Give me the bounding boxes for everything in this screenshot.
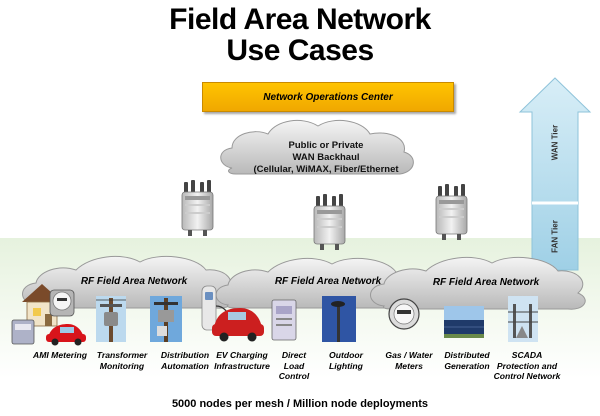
gas-meter-icon [388,298,420,330]
title-line-2: Use Cases [226,34,374,67]
router-icon [313,193,346,251]
wan-tier-label: WAN Tier [550,124,560,161]
noc-label: Network Operations Center [263,91,393,103]
wan-line-3: (Cellular, WiMAX, Fiber/Ethernet [253,164,399,175]
substation-icon [508,296,538,342]
rf-cloud-left [22,256,234,309]
router-icon [435,183,468,241]
transformer-pole-icon [96,296,126,342]
electric-meter-icon [11,319,35,345]
rf-cloud-right-label: RF Field Area Network [432,277,540,288]
title-line-1: Field Area Network [169,3,431,36]
page-title: Field Area Network Use Cases [0,4,600,66]
wan-backhaul-cloud [220,119,414,175]
fan-tier-label: FAN Tier [550,220,560,253]
load-control-box-icon [271,299,297,341]
wan-backhaul-label: Public or Private WAN Backhaul (Cellular… [238,140,414,176]
solar-panel-icon [444,306,484,338]
wan-line-2: WAN Backhaul [292,152,360,163]
electric-meter-icon [49,289,75,317]
electric-car-icon [46,324,86,346]
rf-cloud-middle-label: RF Field Area Network [274,276,382,287]
use-case-ami-metering: AMI Metering [33,350,87,360]
ev-charger-icon [201,285,233,331]
rf-cloud-left-label: RF Field Area Network [80,276,188,287]
footer-caption: 5000 nodes per mesh / Million node deplo… [171,398,429,410]
street-light-icon [322,296,356,342]
electric-car-icon [212,308,264,342]
wan-line-1: Public or Private [288,140,364,151]
network-operations-center-box: Network Operations Center [202,82,454,112]
router-icon [181,179,214,237]
distribution-pole-icon [150,296,182,342]
